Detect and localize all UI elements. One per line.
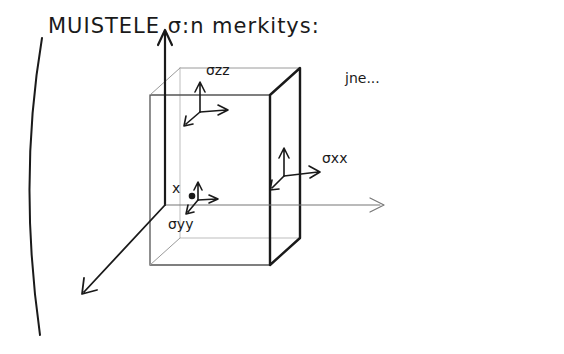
note: jne... [345,70,380,86]
stress-arrow [195,82,205,112]
stress-arrow [198,195,218,203]
title: MUISTELE σ:n merkitys: [48,14,320,38]
z-axis [158,30,172,205]
stress-label: σyy [168,216,193,232]
stress-arrow [270,176,284,190]
stress-arrow [284,166,320,178]
stress-arrow [184,112,200,126]
bracket [29,38,42,335]
cube-edge [180,68,300,238]
stress-arrow [194,182,202,200]
cube-edge [150,95,270,265]
stress-arrow [200,105,228,115]
stress-label: σxx [322,150,347,166]
stress-arrow [279,148,289,176]
y-axis [82,205,165,294]
point [190,194,195,199]
stress-label: σzz [206,62,230,78]
cube-face [270,68,300,265]
cube-edge [180,68,300,238]
stress-arrow [186,200,198,214]
point-label: x [172,180,180,196]
